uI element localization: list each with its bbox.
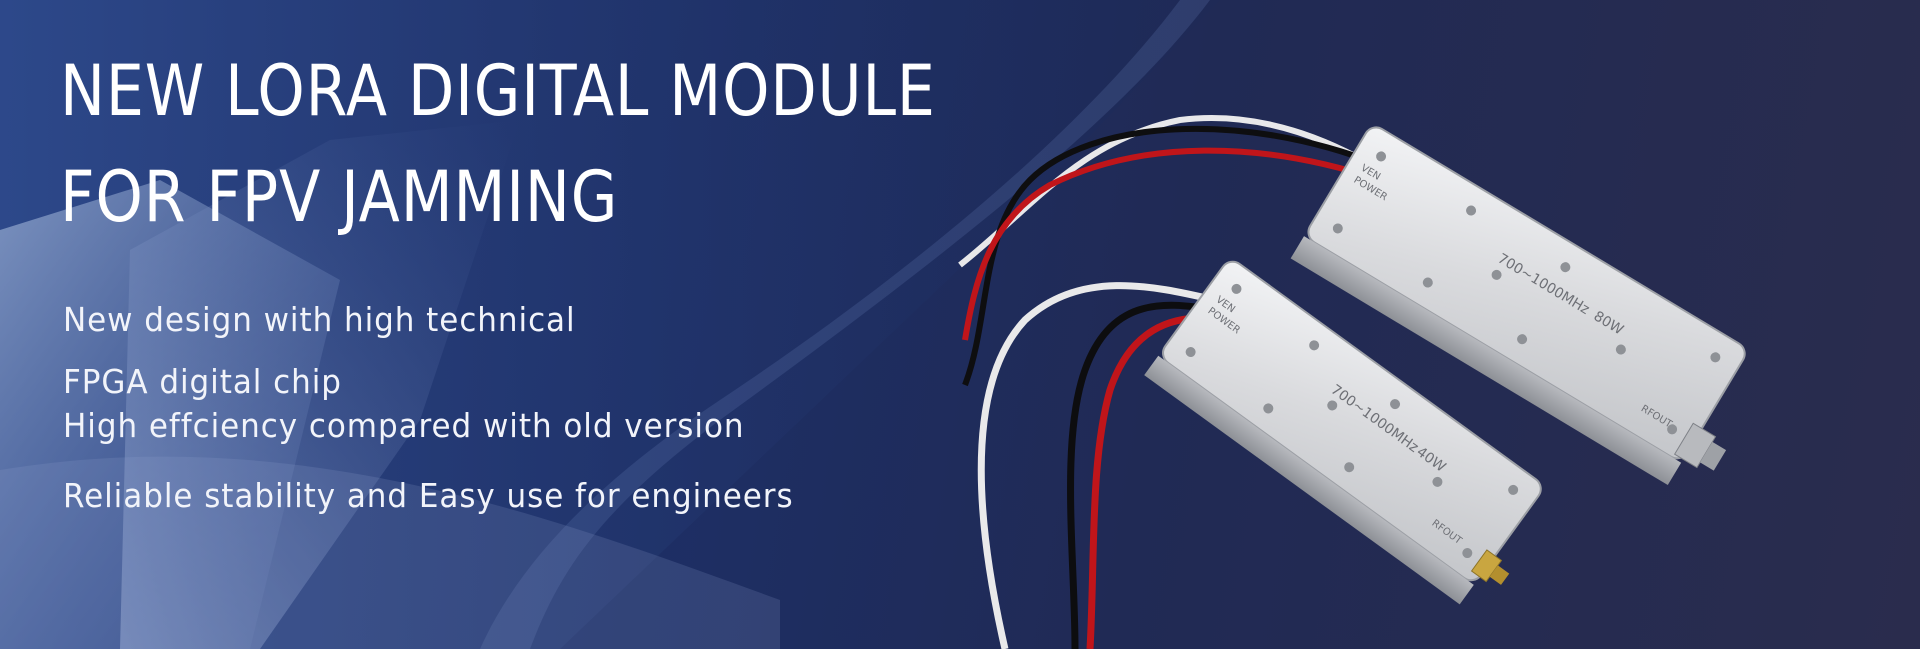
cable-red — [1086, 314, 1216, 649]
feature-item: FPGA digital chip — [63, 362, 342, 401]
cable-black — [1067, 301, 1216, 649]
cable-white — [958, 115, 1382, 268]
title-line-1: NEW LORA DIGITAL MODULE — [60, 50, 936, 132]
small-rf-module: VEN POWER 700~1000MHz 40W RFOUT — [1144, 260, 1542, 605]
cable-red — [962, 147, 1381, 341]
page-title: NEW LORA DIGITAL MODULE FOR FPV JAMMING — [60, 38, 936, 250]
feature-item: Reliable stability and Easy use for engi… — [63, 476, 794, 515]
cable-black — [962, 125, 1382, 387]
cable-white — [977, 282, 1216, 649]
feature-item: New design with high technical — [63, 300, 576, 339]
large-rf-module: VEN POWER 700~1000MHz 80W RFOUT — [1290, 126, 1746, 486]
feature-item: High effciency compared with old version — [63, 406, 745, 445]
title-line-2: FOR FPV JAMMING — [60, 156, 619, 238]
